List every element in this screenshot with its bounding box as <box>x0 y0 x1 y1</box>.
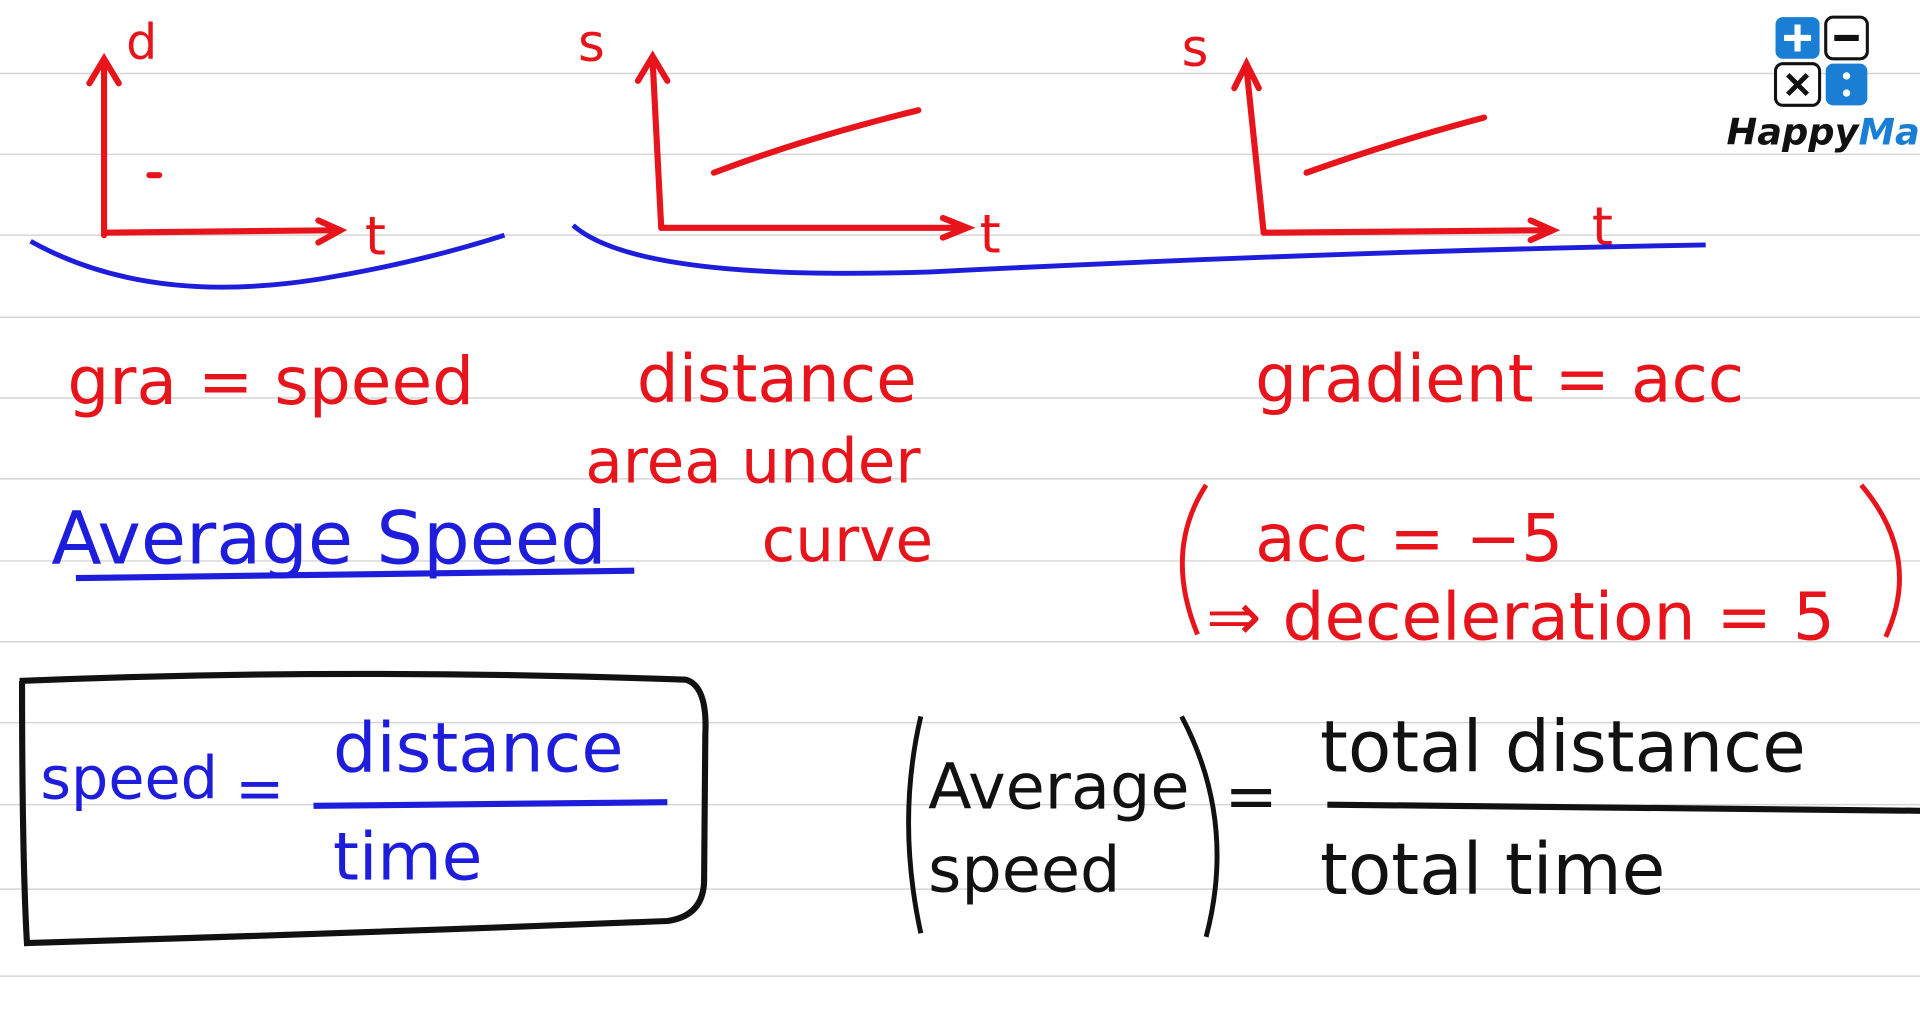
speed-lhs: speed <box>40 744 218 813</box>
graph-distance-time <box>86 52 348 246</box>
avg-numerator: total distance <box>1320 706 1806 789</box>
speed-equals: = <box>235 753 284 822</box>
speed-fraction-bar <box>313 799 668 809</box>
graph-speed-time-2 <box>1231 56 1561 244</box>
avg-equals: = <box>1224 760 1277 834</box>
avg-denominator: total time <box>1320 828 1665 911</box>
area-under-note: area under <box>585 427 921 498</box>
blue-underline-2 <box>571 223 1706 276</box>
graph1-x-label: t <box>365 205 386 268</box>
acc-value-note: acc = −5 <box>1255 500 1563 577</box>
gradient-acc-note: gradient = acc <box>1255 341 1744 418</box>
blue-underline-1 <box>29 232 506 290</box>
logo-text: HappyMath <box>1727 111 1920 154</box>
speed-denominator: time <box>333 818 482 895</box>
right-bracket <box>1859 483 1902 638</box>
calculator-operators-icon <box>1773 15 1869 107</box>
avg-lhs-line1: Average <box>928 750 1189 824</box>
left-bracket <box>1179 483 1209 636</box>
graph3-x-label: t <box>1592 195 1613 258</box>
avg-right-paren <box>1179 715 1220 938</box>
avg-left-paren <box>906 715 924 934</box>
graph1-y-label: d <box>126 14 157 71</box>
graph-speed-time-1 <box>634 50 976 241</box>
speed-numerator: distance <box>333 709 624 789</box>
average-speed-heading: Average Speed <box>51 496 606 581</box>
speed-formula-box <box>18 670 709 947</box>
avg-fraction-bar <box>1327 801 1920 814</box>
curve-note: curve <box>762 505 934 576</box>
graph3-y-label: s <box>1182 19 1209 79</box>
heading-underline <box>75 567 635 582</box>
deceleration-note: ⇒ deceleration = 5 <box>1206 578 1835 655</box>
graph2-y-label: s <box>578 14 605 74</box>
gra-speed-note: gra = speed <box>67 343 474 420</box>
distance-note: distance <box>637 341 917 418</box>
graph2-x-label: t <box>980 202 1001 265</box>
avg-lhs-line2: speed <box>928 834 1120 908</box>
